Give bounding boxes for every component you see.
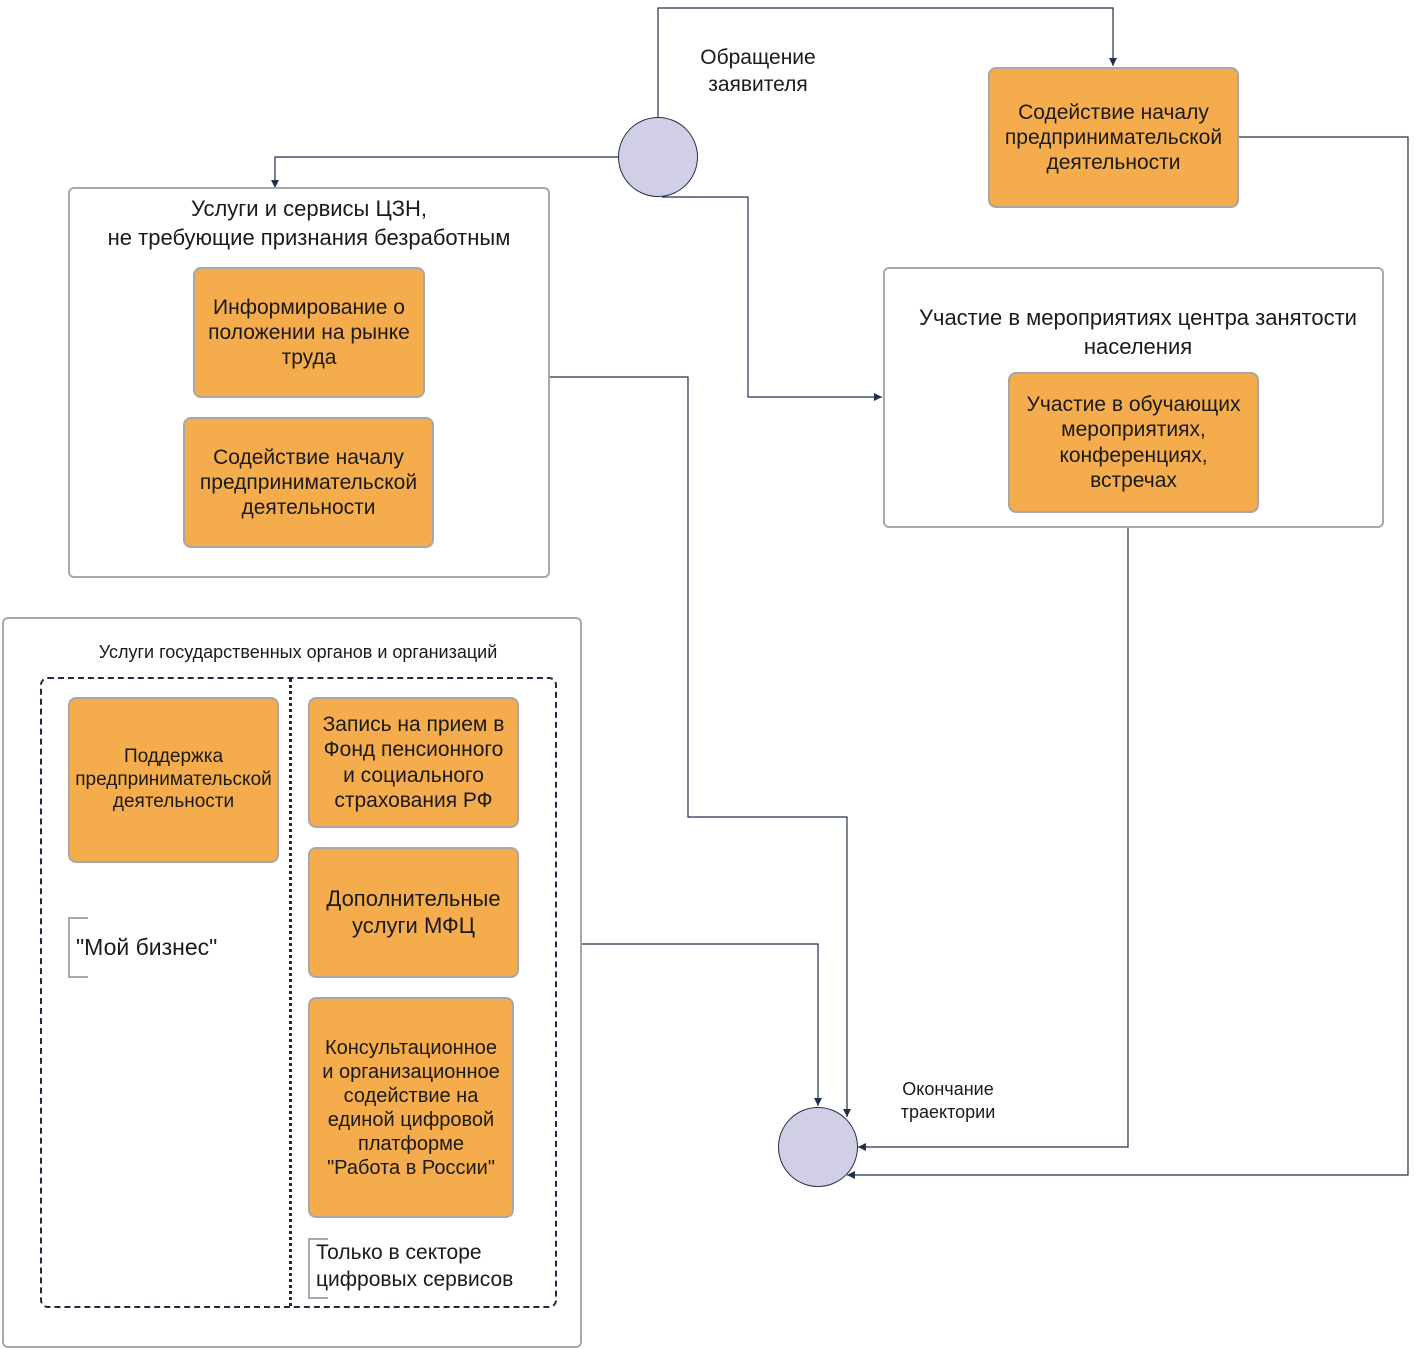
my-business-note: "Мой бизнес" — [76, 934, 218, 960]
top-entrepreneurship-box[interactable]: Содействие началу предпринимательской де… — [988, 67, 1239, 208]
informing-box[interactable]: Информирование о положении на рынке труд… — [193, 267, 425, 398]
edge-start-to-czn — [271, 156, 618, 188]
pension-fund-box[interactable]: Запись на прием в Фонд пенсионного и соц… — [308, 697, 519, 828]
digital-only-bracket — [308, 1238, 328, 1299]
mfc-box[interactable]: Дополнительные услуги МФЦ — [308, 847, 519, 978]
work-in-russia-box[interactable]: Консультационное и организационное содей… — [308, 997, 514, 1218]
training-box[interactable]: Участие в обучающих мероприятиях, конфер… — [1008, 372, 1259, 513]
gov-services-title: Услуги государственных органов и организ… — [98, 642, 498, 662]
gov-dotted-divider — [289, 679, 292, 1306]
edge-top-box-to-end — [847, 136, 1409, 1179]
gov-dashed-frame — [40, 677, 557, 1308]
end-label: Окончание траектории — [900, 1079, 996, 1123]
end-node[interactable] — [778, 1107, 858, 1187]
events-title: Участие в мероприятиях центра занятости … — [919, 305, 1357, 359]
edge-start-to-top-box — [657, 7, 1117, 117]
start-label: Обращение заявителя — [700, 46, 816, 97]
digital-only-note: Только в секторе цифровых сервисов — [316, 1241, 514, 1292]
edge-gov-to-end — [579, 943, 822, 1106]
edge-czn-to-end — [549, 376, 851, 1117]
start-node[interactable] — [618, 117, 698, 197]
edge-start-to-events — [662, 196, 882, 401]
czn-entrepreneurship-box[interactable]: Содействие началу предпринимательской де… — [183, 417, 434, 548]
business-support-box[interactable]: Поддержка предпринимательской деятельнос… — [68, 697, 279, 863]
edge-events-to-end — [858, 527, 1129, 1151]
my-business-bracket — [68, 917, 88, 978]
czn-services-title: Услуги и сервисы ЦЗН, не требующие призн… — [107, 196, 511, 250]
